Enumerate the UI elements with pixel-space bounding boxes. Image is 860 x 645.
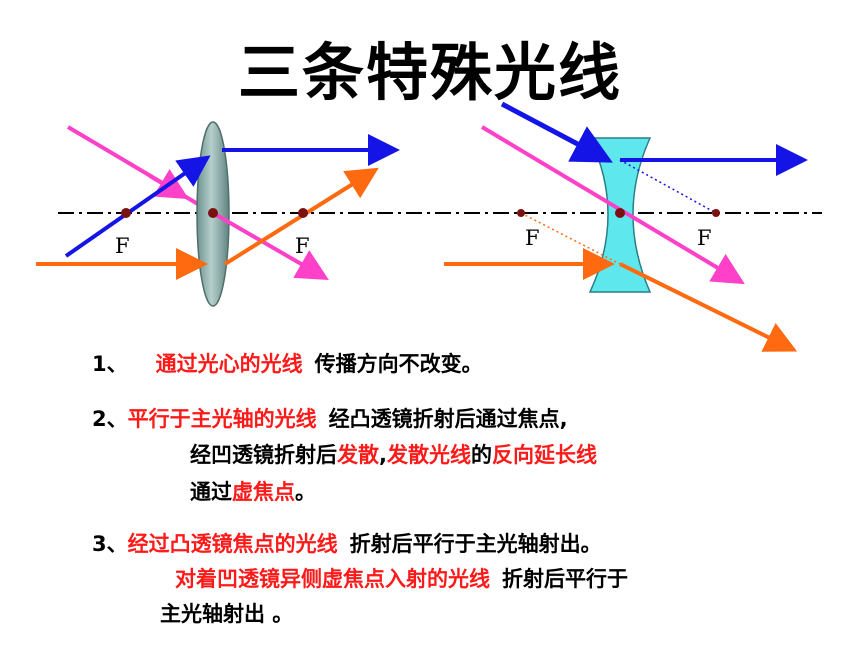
rule2-line3-c: 。 xyxy=(295,480,316,504)
rule3-line1: 3、经过凸透镜焦点的光线折射后平行于主光轴射出。 xyxy=(92,528,602,558)
rule2-line3-b: 虚焦点 xyxy=(232,480,295,504)
concave-focus-left-point xyxy=(517,209,525,217)
rule2-line2-c: , xyxy=(379,443,387,467)
convex-orange-ray-out xyxy=(223,167,379,266)
page-title: 三条特殊光线 xyxy=(237,36,622,109)
concave-blue-dotted-extension xyxy=(619,159,717,214)
rule2-line2-a: 经凹透镜折射后 xyxy=(190,443,337,467)
concave-focus-right-point xyxy=(712,209,720,217)
rule2-line2-d: 发散光线 xyxy=(386,443,471,467)
rule1-highlight: 通过光心的光线 xyxy=(155,352,303,376)
rule3-line2: 对着凹透镜异侧虚焦点入射的光线折射后平行于 xyxy=(175,563,628,593)
rule3-line3: 主光轴射出 。 xyxy=(160,602,294,626)
rule3-highlight: 经过凸透镜焦点的光线 xyxy=(127,532,338,556)
concave-focus-right-label: F xyxy=(697,226,712,250)
rule3-line2-rest: 折射后平行于 xyxy=(502,567,628,591)
convex-optical-center-point xyxy=(208,208,218,218)
concave-blue-ray-in xyxy=(500,101,613,163)
concave-orange-ray-out xyxy=(619,262,798,352)
rule1-number: 1、 xyxy=(92,352,128,376)
rule2-line2: 经凹透镜折射后发散,发散光线的反向延长线 xyxy=(190,439,597,469)
concave-focus-left-label: F xyxy=(525,226,540,250)
convex-focus-left-point xyxy=(121,208,131,218)
convex-lens-group: F F xyxy=(36,121,400,307)
rule2-rest: 经凸透镜折射后通过焦点, xyxy=(328,407,568,431)
rule2-line2-b: 发散 xyxy=(337,443,379,467)
convex-focus-right-label: F xyxy=(295,234,310,258)
rule2-line2-f: 反向延长线 xyxy=(491,443,597,467)
rule2-number: 2、 xyxy=(92,407,128,431)
concave-orange-dotted-extension xyxy=(520,212,621,265)
rule1-rest: 传播方向不改变。 xyxy=(314,352,483,376)
rule2-line3: 通过虚焦点。 xyxy=(190,476,316,506)
concave-lens-group: F F xyxy=(444,101,808,352)
rule2-highlight: 平行于主光轴的光线 xyxy=(127,407,317,431)
rule2-line3-a: 通过 xyxy=(190,480,232,504)
rule3-rest: 折射后平行于主光轴射出。 xyxy=(349,532,602,556)
rule3-line2-highlight: 对着凹透镜异侧虚焦点入射的光线 xyxy=(175,567,490,591)
concave-optical-center-point xyxy=(615,208,625,218)
convex-blue-ray-in xyxy=(64,155,211,258)
rule3-line3: 主光轴射出 。 xyxy=(160,598,293,628)
rule3-number: 3、 xyxy=(92,532,128,556)
rule1-line: 1、 通过光心的光线传播方向不改变。 xyxy=(92,348,483,378)
convex-pink-ray-out xyxy=(211,211,329,281)
convex-focus-right-point xyxy=(298,208,308,218)
rule2-line2-e: 的 xyxy=(470,443,492,467)
concave-pink-ray xyxy=(480,125,745,285)
convex-focus-left-label: F xyxy=(115,234,130,258)
rule2-line1: 2、平行于主光轴的光线经凸透镜折射后通过焦点, xyxy=(92,403,568,433)
